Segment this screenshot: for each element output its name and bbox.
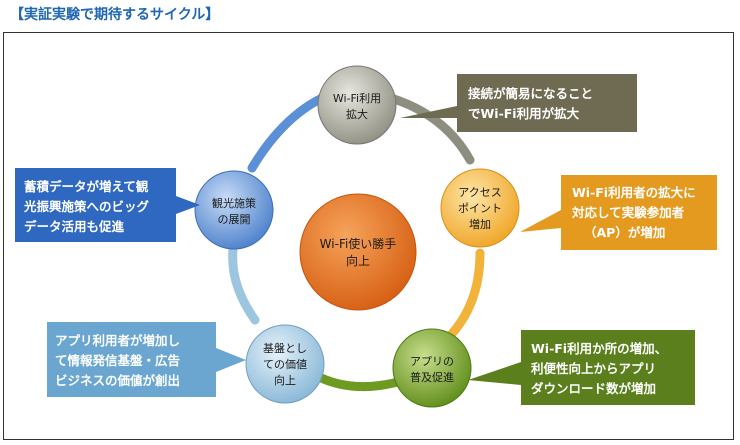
center-line-2: 向上 [346,253,370,268]
svg-text:接続が簡易になること: 接続が簡易になること [468,86,593,101]
svg-text:増加: 増加 [469,218,491,231]
svg-text:アプリ利用者が増加し: アプリ利用者が増加し [55,333,180,348]
svg-text:対応して実験参加者: 対応して実験参加者 [571,205,685,220]
center-circle: Wi-Fi使い勝手 向上 [299,193,417,311]
node-access-point: アクセス ポイント 増加 [440,168,520,248]
svg-text:光振興施策へのビッグ: 光振興施策へのビッグ [23,199,150,214]
svg-text:の展開: の展開 [218,213,251,226]
svg-text:（AP）が増加: （AP）が増加 [584,225,665,240]
callout-tourism: 蓄積データが増えて観 光振興施策へのビッグ データ活用も促進 [15,168,200,242]
ring-arc-5 [247,93,327,173]
svg-text:アプリの: アプリの [410,355,454,368]
svg-text:ポイント: ポイント [458,202,502,215]
ring-arc-3 [312,371,410,392]
ring-arc-2 [443,248,485,343]
ring-arc-1 [386,93,475,165]
svg-text:利便性向上からアプリ: 利便性向上からアプリ [531,361,656,376]
node-app-spread: アプリの 普及促進 [392,328,472,408]
svg-text:て情報発信基盤・広告: て情報発信基盤・広告 [55,353,181,368]
callout-ap: Wi-Fi利用者の拡大に 対応して実験参加者 （AP）が増加 [520,175,717,250]
ring-arc-4 [228,245,260,325]
callout-platform: アプリ利用者が増加し て情報発信基盤・広告 ビジネスの価値が創出 [47,322,246,397]
svg-text:拡大: 拡大 [346,107,368,121]
svg-text:観光施策: 観光施策 [212,196,256,210]
svg-text:普及促進: 普及促進 [410,370,454,384]
center-line-1: Wi-Fi使い勝手 [320,236,397,251]
svg-text:ダウンロード数が増加: ダウンロード数が増加 [531,381,656,396]
svg-text:データ活用も促進: データ活用も促進 [24,219,125,234]
svg-text:アクセス: アクセス [458,186,501,199]
node-tourism: 観光施策 の展開 [194,170,274,250]
page-title: 【実証実験で期待するサイクル】 [10,7,220,23]
node-wifi-usage: Wi-Fi利用 拡大 [317,65,397,145]
svg-text:ビジネスの価値が創出: ビジネスの価値が創出 [55,373,180,388]
svg-text:でWi-Fi利用が拡大: でWi-Fi利用が拡大 [468,106,580,121]
svg-text:蓄積データが増えて観: 蓄積データが増えて観 [24,179,149,194]
svg-text:Wi-Fi利用か所の増加、: Wi-Fi利用か所の増加、 [531,341,667,356]
svg-text:ての価値: ての価値 [263,358,307,371]
callout-app: Wi-Fi利用か所の増加、 利便性向上からアプリ ダウンロード数が増加 [468,330,695,405]
callout-wifi: 接続が簡易になること でWi-Fi利用が拡大 [400,74,637,132]
svg-text:Wi-Fi利用者の拡大に: Wi-Fi利用者の拡大に [572,185,696,200]
cycle-ring [228,93,485,392]
svg-text:基盤とし: 基盤とし [263,342,307,355]
svg-text:向上: 向上 [274,373,296,387]
node-platform-value: 基盤とし ての価値 向上 [245,324,325,404]
svg-text:Wi-Fi利用: Wi-Fi利用 [333,92,381,105]
